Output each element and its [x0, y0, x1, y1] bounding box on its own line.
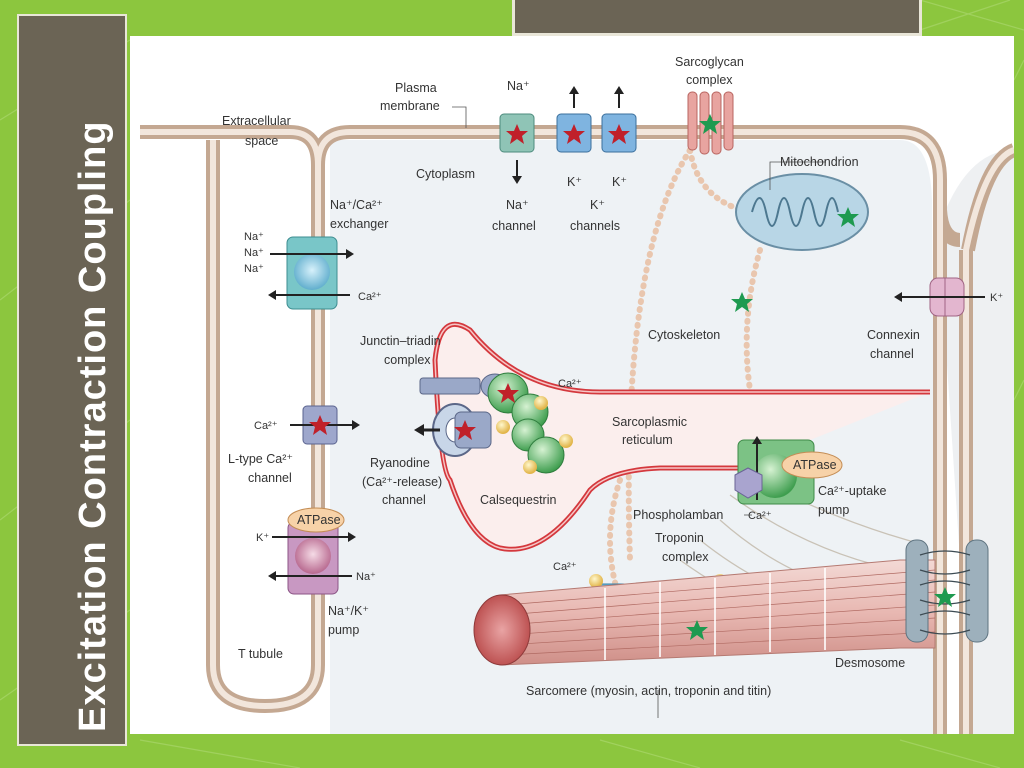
label-connexin-2: channel	[870, 347, 914, 361]
label-extracellular-1: Extracellular	[222, 114, 291, 128]
star-green-sarco	[686, 620, 708, 640]
label-nak-k: K⁺	[256, 532, 269, 544]
star-markers	[309, 114, 956, 640]
label-na-channel-2: channel	[492, 219, 536, 233]
label-ryanodine-3: channel	[382, 493, 426, 507]
label-sr-2: reticulum	[622, 433, 673, 447]
star-green-cyto	[731, 292, 753, 312]
label-junctin-1: Junctin–triadin	[360, 334, 441, 348]
label-k-1: K⁺	[567, 175, 582, 189]
label-k-2: K⁺	[612, 175, 627, 189]
label-ltype-2: channel	[248, 471, 292, 485]
label-sr-ca: Ca²⁺	[558, 378, 582, 390]
label-exchanger-na-1: Na⁺	[244, 231, 264, 243]
na-ca-exchanger	[268, 236, 354, 310]
label-exchanger-2: exchanger	[330, 217, 388, 231]
star-red-ryr	[454, 420, 476, 440]
label-calsequestrin: Calsequestrin	[480, 493, 556, 507]
sarcoglycan-complex	[687, 91, 734, 155]
label-k-channels-2: channels	[570, 219, 620, 233]
label-phospholamban: Phospholamban	[633, 508, 723, 522]
star-red-ltype	[309, 415, 331, 435]
label-cytoskeleton: Cytoskeleton	[648, 328, 720, 342]
label-uptake-2: pump	[818, 503, 849, 517]
label-exchanger-1: Na⁺/Ca²⁺	[330, 198, 383, 212]
label-extracellular-2: space	[245, 134, 278, 148]
mitochondrion	[735, 173, 869, 251]
label-na-top: Na⁺	[507, 79, 530, 93]
label-exchanger-na-2: Na⁺	[244, 247, 264, 259]
calsequestrin	[487, 372, 573, 474]
star-red-calseq	[497, 383, 519, 403]
slide-title: Excitation Contraction Coupling	[72, 120, 114, 732]
na-k-pump	[268, 507, 356, 595]
label-k-channels-1: K⁺	[590, 198, 605, 212]
desmosome	[905, 539, 989, 643]
label-sarcomere: Sarcomere (myosin, actin, troponin and t…	[526, 684, 771, 698]
star-red-k1	[563, 124, 585, 144]
label-na-channel-1: Na⁺	[506, 198, 529, 212]
label-uptake-1: Ca²⁺-uptake	[818, 484, 886, 498]
label-sarcoglycan-1: Sarcoglycan	[675, 55, 744, 69]
label-nak-pump-2: pump	[328, 623, 359, 637]
cell-diagram: Extracellular space Plasma membrane Na⁺ …	[140, 55, 1014, 734]
label-nak-na: Na⁺	[356, 571, 376, 583]
label-cytoplasm: Cytoplasm	[416, 167, 475, 181]
connexin-channel	[894, 277, 985, 317]
star-green-sgc	[699, 114, 721, 134]
label-connexin-k: K⁺	[990, 292, 1003, 304]
label-atpase-2: ATPase	[793, 458, 837, 472]
label-nak-pump-1: Na⁺/K⁺	[328, 604, 369, 618]
label-atpase-1: ATPase	[297, 513, 341, 527]
label-ttubule: T tubule	[238, 647, 283, 661]
label-ltype-1: L-type Ca²⁺	[228, 452, 293, 466]
label-ryanodine-1: Ryanodine	[370, 456, 430, 470]
label-troponin-2: complex	[662, 550, 709, 564]
label-troponin-ca: Ca²⁺	[553, 561, 577, 573]
label-junctin-2: complex	[384, 353, 431, 367]
label-ltype-ca: Ca²⁺	[254, 420, 278, 432]
label-mitochondrion: Mitochondrion	[780, 155, 859, 169]
title-panel	[17, 14, 127, 746]
label-plasma-1: Plasma	[395, 81, 437, 95]
star-green-mito	[837, 207, 859, 227]
label-exchanger-ca: Ca²⁺	[358, 291, 382, 303]
diagram-figure: Extracellular space Plasma membrane Na⁺ …	[130, 36, 1014, 734]
star-red-na	[506, 124, 528, 144]
label-connexin-1: Connexin	[867, 328, 920, 342]
label-plasma-2: membrane	[380, 99, 440, 113]
label-phospholamban-ca: Ca²⁺	[748, 510, 772, 522]
sarcomere-fiber	[473, 559, 936, 666]
label-desmosome: Desmosome	[835, 656, 905, 670]
label-sr-1: Sarcoplasmic	[612, 415, 687, 429]
header-box	[512, 0, 922, 36]
star-green-desmo	[934, 587, 956, 607]
star-red-k2	[608, 124, 630, 144]
label-exchanger-na-3: Na⁺	[244, 263, 264, 275]
label-ryanodine-2: (Ca²⁺-release)	[362, 475, 442, 489]
serca-pump	[734, 436, 843, 505]
label-sarcoglycan-2: complex	[686, 73, 733, 87]
label-troponin-1: Troponin	[655, 531, 704, 545]
